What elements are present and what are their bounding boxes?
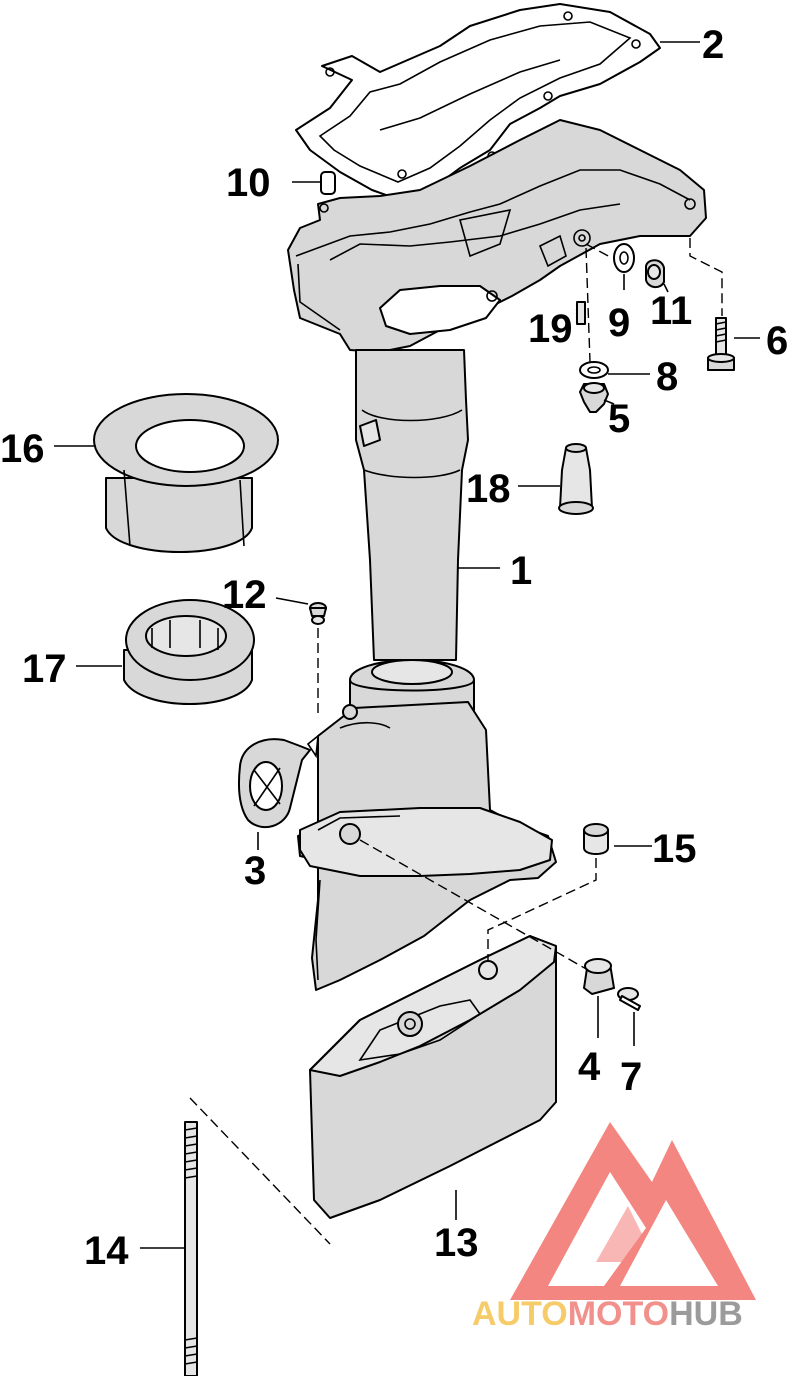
part-6-bolt bbox=[689, 238, 760, 371]
part-13-lower-cover bbox=[309, 935, 557, 1220]
callout-9: 9 bbox=[608, 301, 630, 345]
part-15-grommet bbox=[487, 823, 652, 960]
part-7-screw bbox=[617, 987, 641, 1046]
callout-12: 12 bbox=[222, 573, 267, 617]
part-1-driveshaft-housing bbox=[297, 349, 557, 991]
callout-labels: 1 2 3 4 5 6 7 8 9 10 11 12 13 14 15 16 1… bbox=[0, 23, 788, 1273]
callout-16: 16 bbox=[0, 427, 45, 471]
part-4-plug bbox=[359, 839, 615, 1038]
callout-4: 4 bbox=[578, 1045, 601, 1089]
callout-14: 14 bbox=[84, 1229, 129, 1273]
callout-10: 10 bbox=[226, 161, 271, 205]
part-11-plug bbox=[645, 259, 669, 293]
callout-11: 11 bbox=[650, 289, 692, 333]
callout-18: 18 bbox=[466, 467, 511, 511]
callout-15: 15 bbox=[652, 827, 697, 871]
part-5-fitting bbox=[579, 382, 615, 413]
callout-7: 7 bbox=[620, 1055, 642, 1099]
callout-3: 3 bbox=[244, 849, 266, 893]
callout-5: 5 bbox=[608, 397, 630, 441]
logo-text-auto: AUTO bbox=[472, 1295, 568, 1333]
part-18-grommet bbox=[518, 443, 594, 515]
callout-1: 1 bbox=[510, 549, 532, 593]
callout-19: 19 bbox=[528, 307, 573, 351]
callout-13: 13 bbox=[434, 1221, 479, 1265]
logo-text-hub: HUB bbox=[669, 1295, 743, 1333]
callout-8: 8 bbox=[656, 355, 678, 399]
part-9-washer bbox=[585, 243, 635, 290]
part-10-dowel-pin bbox=[292, 171, 336, 195]
part-16-mount-bushing bbox=[54, 393, 279, 553]
part-12-plug bbox=[275, 597, 327, 714]
callout-6: 6 bbox=[766, 319, 788, 363]
part-14-stud bbox=[140, 1097, 331, 1376]
part-8-washer bbox=[579, 247, 650, 379]
svg-text:AUTOMOTOHUB: AUTOMOTOHUB bbox=[472, 1295, 743, 1333]
callout-2: 2 bbox=[702, 23, 724, 67]
part-17-mount bbox=[76, 599, 255, 705]
logo-triangle-icon bbox=[510, 1122, 756, 1300]
part-19-spring bbox=[575, 301, 586, 325]
part-3-cover-plate bbox=[238, 738, 311, 850]
automotohub-logo: AUTOMOTOHUB bbox=[472, 1122, 756, 1333]
logo-text-moto: MOTO bbox=[568, 1295, 669, 1333]
callout-17: 17 bbox=[22, 647, 67, 691]
